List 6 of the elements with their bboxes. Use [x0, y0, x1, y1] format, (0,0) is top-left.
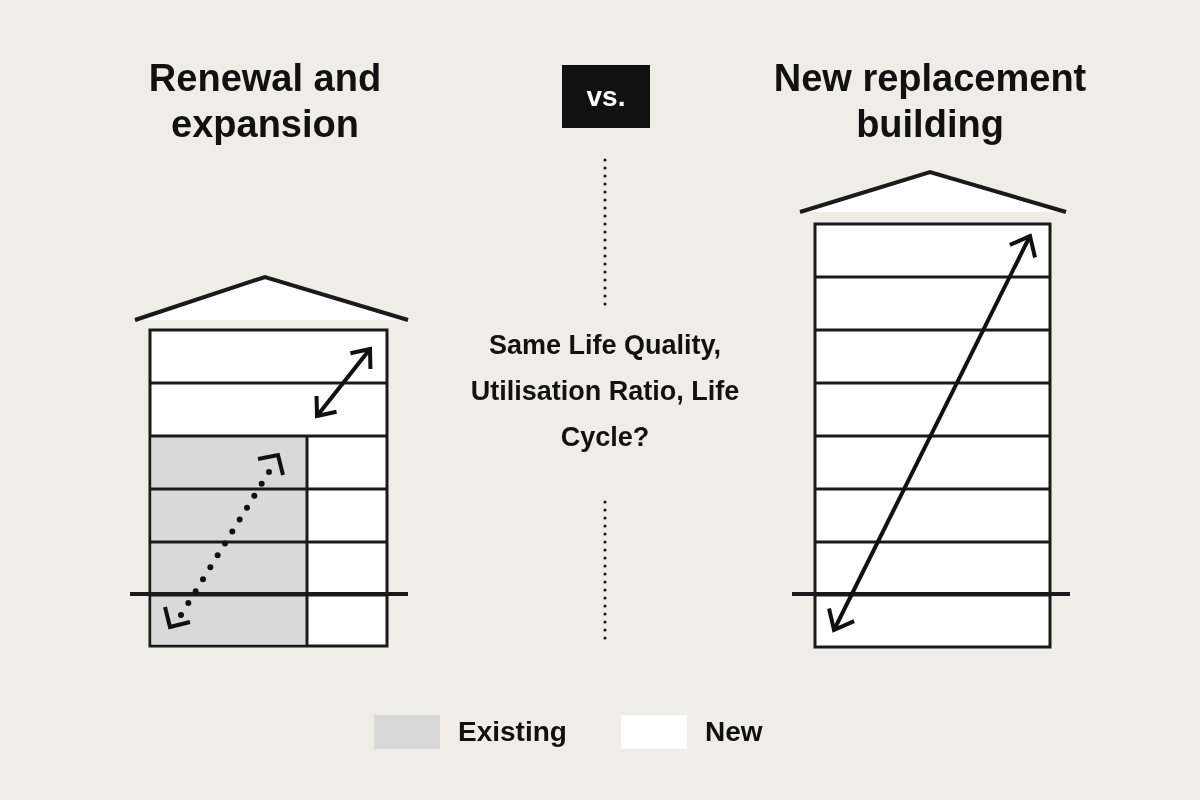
- label-box: vs.: [562, 65, 650, 128]
- heading: New replacement building: [772, 56, 1088, 147]
- heading: Renewal and expansion: [147, 56, 383, 147]
- legend-label: Existing: [458, 715, 567, 749]
- question-text: Same Life Quality, Utilisation Ratio, Life Cycle?: [469, 329, 741, 454]
- legend-label: New: [704, 715, 763, 749]
